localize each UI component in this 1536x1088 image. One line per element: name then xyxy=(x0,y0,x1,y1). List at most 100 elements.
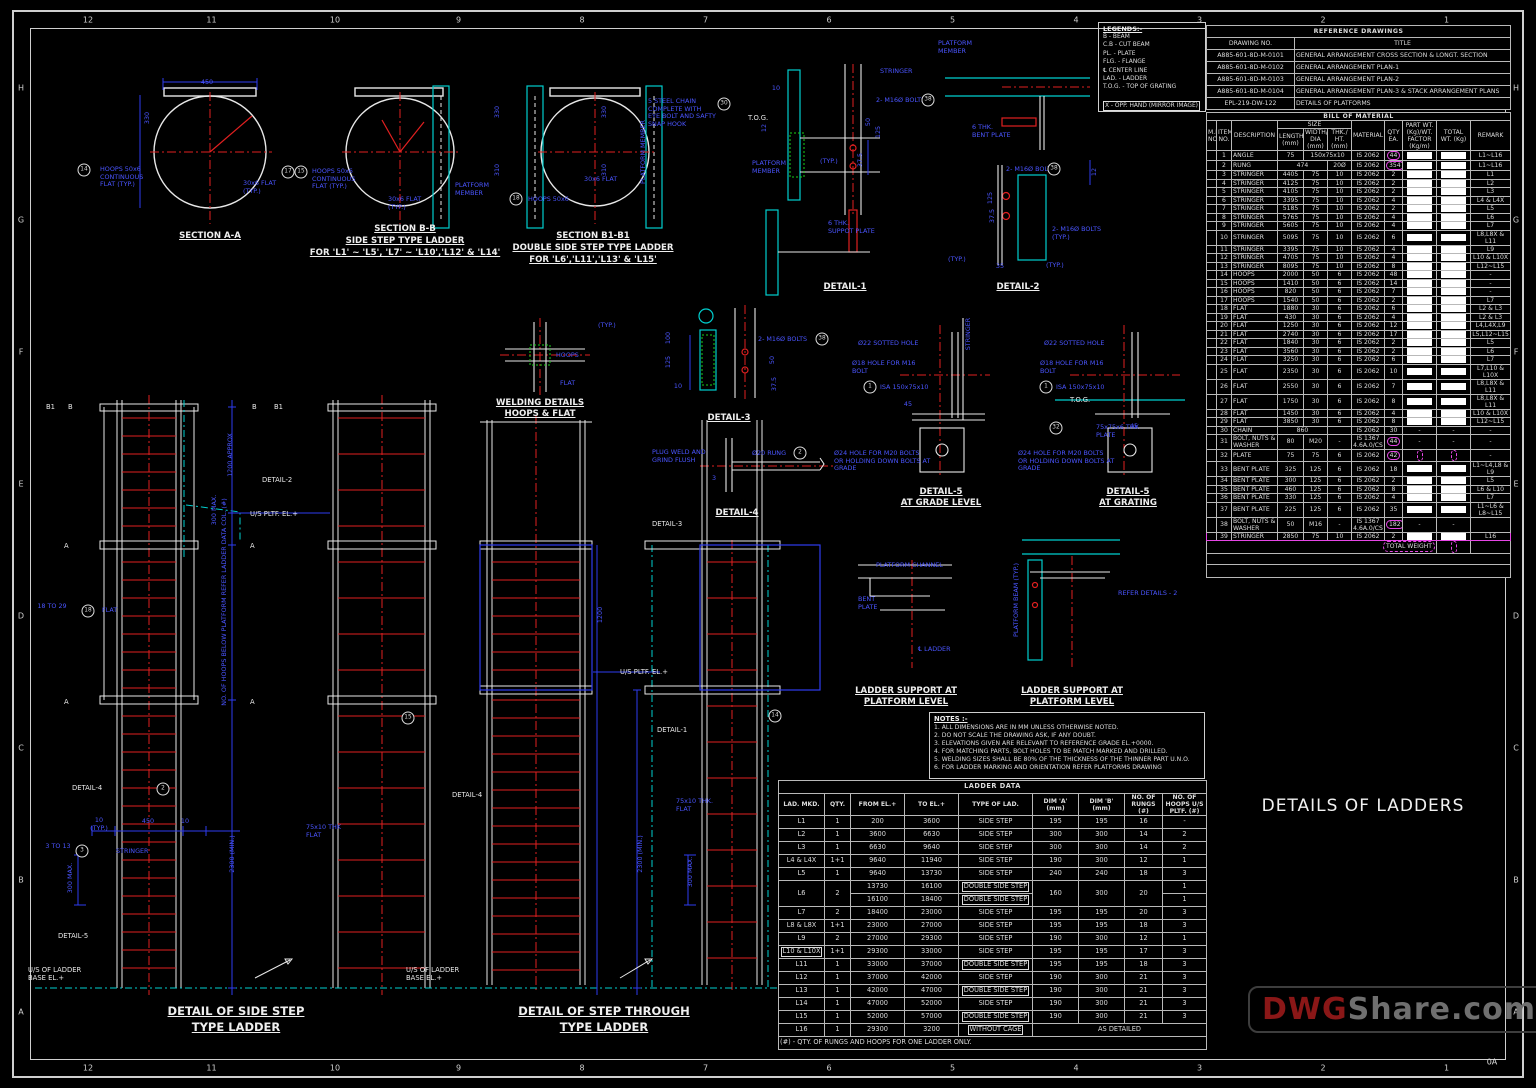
bom-cell: 75 xyxy=(1303,178,1328,188)
bom-cell: FLAT xyxy=(1231,355,1278,365)
ladder-cell: 1 xyxy=(824,971,851,985)
weight-box xyxy=(1407,494,1432,501)
annotation-label: PLATFORM BEAM (TYP.) xyxy=(1012,562,1020,638)
annotation-label: Ø22 SOTTED HOLE xyxy=(1044,339,1105,347)
weight-box xyxy=(1407,330,1432,338)
bom-cell: 7 xyxy=(1384,378,1403,395)
ladder-cell: L7 xyxy=(778,906,825,920)
qty-highlight: 182 xyxy=(1386,520,1402,529)
reference-drawings-title: REFERENCE DRAWINGS xyxy=(1205,25,1512,38)
bom-cell: 30 xyxy=(1303,417,1328,427)
bom-cell: L2 & L3 xyxy=(1469,304,1512,314)
empty-row xyxy=(1205,552,1512,565)
watermark-share: Share.com xyxy=(1347,992,1536,1027)
bom-cell: HOOPS xyxy=(1231,287,1278,297)
weight-box xyxy=(1441,222,1466,229)
grid-number: 7 xyxy=(702,15,709,25)
annotation-label: PLATFORM MEMBER xyxy=(938,39,972,55)
bom-col-material: MATERIAL xyxy=(1351,120,1385,151)
bom-cell: 6 xyxy=(1327,270,1352,280)
annotation-label: 10 xyxy=(673,382,683,390)
ladder-cell: AS DETAILED xyxy=(1031,1023,1208,1037)
ladder-cell: 18 xyxy=(1124,867,1163,881)
weight-box xyxy=(1441,233,1466,241)
weight-box xyxy=(1441,347,1466,355)
weight-box xyxy=(1407,254,1432,261)
bom-cell xyxy=(1206,531,1217,541)
bom-cell: 75 xyxy=(1277,448,1304,462)
annotation-label: Ø22 SOTTED HOLE xyxy=(858,339,919,347)
detail-title: FOR 'L1' ~ 'L5', 'L7' ~ 'L10','L12' & 'L… xyxy=(309,248,501,258)
bom-cell: 3850 xyxy=(1277,417,1304,427)
boxed-value: L10 & L10X xyxy=(780,947,823,957)
ladder-cell: 300 xyxy=(1078,932,1125,946)
bom-cell xyxy=(1436,448,1471,462)
annotation-label: Ø18 HOLE FOR M16 BOLT xyxy=(852,359,916,375)
bom-cell xyxy=(1206,204,1217,214)
ladder-cell: 195 xyxy=(1032,906,1079,920)
annotation-label: STRINGER xyxy=(116,847,149,855)
bom-cell: 20Ø xyxy=(1327,160,1352,171)
weight-box xyxy=(1441,505,1466,513)
bom-cell xyxy=(1402,408,1437,418)
bom-cell: IS 2062 xyxy=(1351,295,1385,305)
ladder-cell: 1 xyxy=(824,984,851,998)
legend-item: ℄ CENTER LINE xyxy=(1103,67,1148,74)
annotation-label: 2300 (MIN.) xyxy=(228,835,236,873)
grid-letter: F xyxy=(18,347,24,357)
bom-cell xyxy=(1402,461,1437,477)
bom-cell: 8 xyxy=(1384,484,1403,494)
grid-number: 1 xyxy=(1443,1063,1450,1073)
ladder-cell: 27000 xyxy=(904,919,959,933)
bom-cell xyxy=(1402,287,1437,297)
bom-cell: 10 xyxy=(1327,170,1352,180)
weight-box xyxy=(1407,279,1432,287)
bom-cell: IS 2062 xyxy=(1351,229,1385,246)
bom-cell xyxy=(1206,338,1217,348)
weight-box xyxy=(1441,288,1466,295)
detail-title: DETAIL-3 xyxy=(707,413,751,423)
bom-cell: 10 xyxy=(1327,229,1352,246)
ladder-cell: 37000 xyxy=(904,958,959,972)
weight-box xyxy=(1407,171,1432,178)
ladder-cell: SIDE STEP xyxy=(958,841,1033,855)
bom-cell: 30 xyxy=(1303,393,1328,410)
bom-col-mk: M.K. NO. xyxy=(1206,120,1217,151)
bom-cell: 35 xyxy=(1384,501,1403,518)
bom-cell: CHAIN xyxy=(1231,425,1278,435)
annotation-label: PLATFORM MEMBER xyxy=(455,181,489,197)
bom-cell: 10 xyxy=(1327,212,1352,222)
bom-cell xyxy=(1402,329,1437,339)
bom-cell: 18 xyxy=(1216,304,1232,314)
bom-cell: 30 xyxy=(1303,304,1328,314)
grid-number: 11 xyxy=(206,15,217,25)
ladder-cell: L1 xyxy=(778,815,825,829)
bom-cell xyxy=(1436,338,1471,348)
bom-cell: 6 xyxy=(1327,484,1352,494)
bom-cell: L5,L12~L15 xyxy=(1469,329,1512,339)
weight-box xyxy=(1441,305,1466,312)
annotation-label: 45 xyxy=(1129,422,1139,430)
bom-cell: 4105 xyxy=(1277,187,1304,197)
bom-cell: 30 xyxy=(1303,378,1328,395)
annotation-label: (TYP.) xyxy=(1046,261,1064,269)
ladder-cell: 300 xyxy=(1078,997,1125,1011)
bom-cell: 4125 xyxy=(1277,178,1304,188)
bom-cell: 860 xyxy=(1277,425,1328,435)
detail-title: DETAIL-5 xyxy=(1106,487,1150,497)
weight-box xyxy=(1407,382,1432,390)
bom-cell: M20 xyxy=(1303,433,1328,450)
ladder-cell: 195 xyxy=(1032,958,1079,972)
grid-number: 5 xyxy=(949,1063,956,1073)
bom-cell: 6 xyxy=(1327,476,1352,486)
ladder-cell: 1 xyxy=(1161,880,1208,894)
ref-col-drawing-no: DRAWING NO. xyxy=(1206,37,1295,50)
bom-cell: 30 xyxy=(1303,329,1328,339)
weight-box xyxy=(1441,485,1466,493)
